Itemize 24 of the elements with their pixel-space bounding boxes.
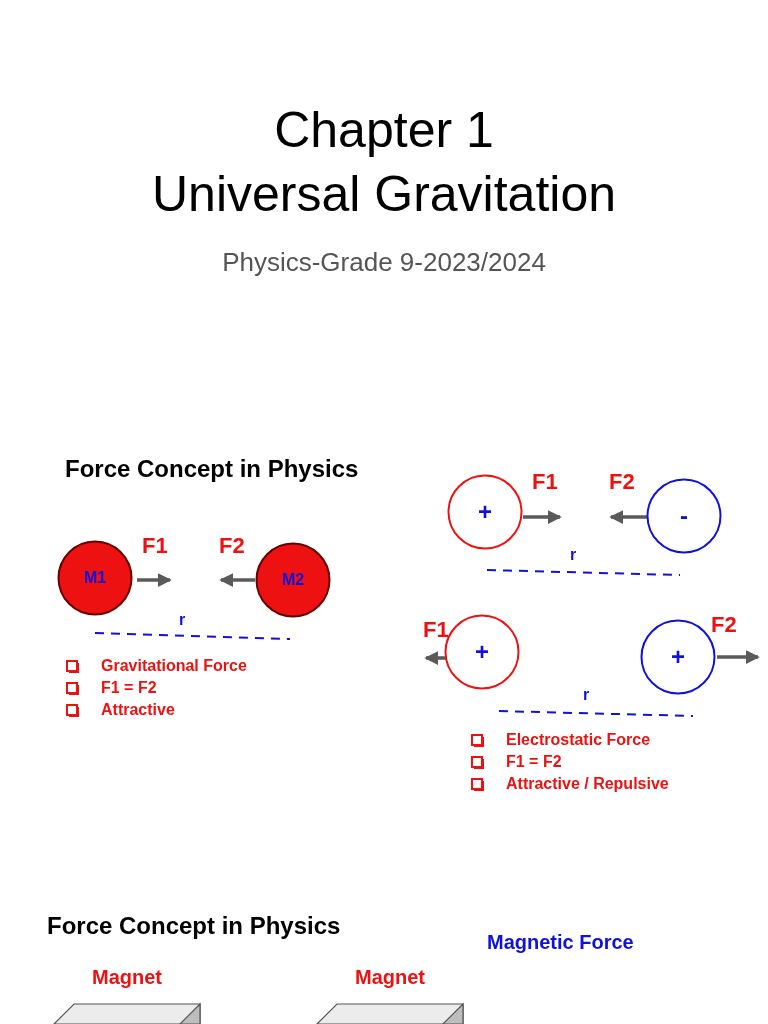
section-heading: Force Concept in Physics bbox=[47, 912, 341, 940]
slide-title: Chapter 1 Universal Gravitation bbox=[150, 101, 618, 224]
bullet-text: Attractive / Repulsive bbox=[506, 775, 669, 794]
distance-label: r bbox=[570, 546, 577, 565]
force-type-heading: Magnetic Force bbox=[487, 931, 634, 954]
distance-label: r bbox=[583, 686, 590, 705]
mass-circle: M2 bbox=[255, 542, 331, 618]
magnet-drawing: Magnet bbox=[315, 966, 465, 1024]
force-label: F2 bbox=[219, 533, 245, 559]
bullet-text: Gravitational Force bbox=[101, 657, 247, 676]
charge-circle: + bbox=[447, 474, 523, 550]
charge-circle: - bbox=[646, 478, 722, 554]
magnet-drawing: Magnet bbox=[52, 966, 202, 1024]
force-label: F1 bbox=[532, 469, 558, 495]
bullet-text: Attractive bbox=[101, 701, 175, 720]
force-label: F1 bbox=[142, 533, 168, 559]
section-heading: Force Concept in Physics bbox=[65, 455, 359, 483]
mass-circle: M1 bbox=[57, 540, 133, 616]
bullet-text: Electrostatic Force bbox=[506, 731, 651, 750]
distance-label: r bbox=[179, 611, 186, 630]
bullet-text: F1 = F2 bbox=[506, 753, 562, 772]
subtitle: Physics-Grade 9-2023/2024 bbox=[221, 248, 547, 278]
force-label: F2 bbox=[609, 469, 635, 495]
bullet-text: F1 = F2 bbox=[101, 679, 157, 698]
